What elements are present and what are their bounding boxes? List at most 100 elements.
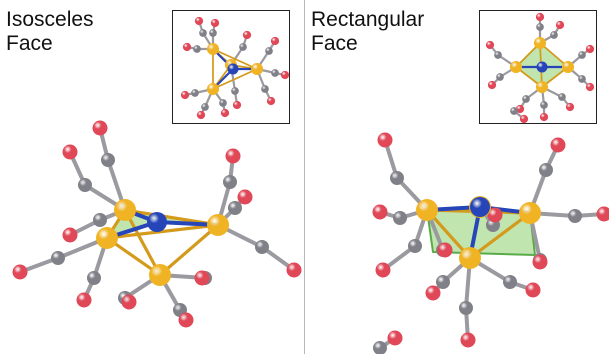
oxygen-atom: [387, 330, 403, 346]
carbon-atom: [93, 213, 107, 227]
oxygen-atom: [525, 282, 541, 298]
isosceles-inset-top-view: [172, 10, 290, 124]
rectangular-face-label: Rectangular Face: [311, 8, 425, 55]
oxygen-atom: [196, 110, 206, 120]
carbon-atom: [78, 178, 92, 192]
oxygen-atom: [280, 70, 290, 80]
iron-atom: [509, 60, 523, 74]
oxygen-atom: [519, 114, 529, 124]
carbon-atom: [219, 99, 227, 107]
carbon-atom: [522, 95, 530, 103]
iron-atom: [416, 199, 438, 221]
fe-fe-bond: [212, 68, 258, 90]
oxygen-atom: [375, 262, 391, 278]
oxygen-atom: [220, 108, 230, 118]
oxygen-atom: [121, 294, 137, 310]
isosceles-face-panel: Isosceles Face: [0, 0, 304, 354]
oxygen-atom: [585, 82, 595, 92]
iron-atom: [561, 60, 575, 74]
nitrogen-atom: [227, 63, 239, 75]
rectangular-molecule-model: [372, 132, 609, 354]
oxygen-atom: [180, 90, 190, 100]
oxygen-atom: [286, 262, 302, 278]
carbon-atom: [436, 275, 450, 289]
iron-atom: [207, 214, 229, 236]
carbon-atom: [201, 103, 209, 111]
carbon-atom: [496, 73, 504, 81]
oxygen-atom: [92, 120, 108, 136]
oxygen-atom: [550, 137, 566, 153]
carbon-atom: [558, 93, 566, 101]
oxygen-atom: [182, 42, 192, 52]
iron-atom: [114, 199, 136, 221]
carbon-atom: [568, 209, 582, 223]
nitrogen-atom: [147, 212, 167, 232]
fe-fe-bond: [212, 48, 258, 70]
oxygen-atom: [242, 30, 252, 40]
oxygen-atom: [194, 16, 204, 26]
carbon-atom: [494, 51, 502, 59]
carbon-atom: [503, 275, 517, 289]
iron-atom: [519, 202, 541, 224]
carbon-atom: [578, 75, 586, 83]
carbon-atom: [191, 89, 199, 97]
oxygen-atom: [377, 132, 393, 148]
nitrogen-atom: [470, 197, 490, 217]
oxygen-atom: [485, 40, 495, 50]
oxygen-atom: [210, 18, 220, 28]
carbon-atom: [199, 29, 207, 37]
oxygen-atom: [460, 332, 476, 348]
oxygen-atom: [535, 12, 545, 22]
oxygen-atom: [225, 148, 241, 164]
carbon-atom: [539, 163, 553, 177]
fe-fe-bond: [123, 208, 162, 277]
carbon-atom: [261, 85, 269, 93]
oxygen-atom: [487, 80, 497, 90]
inset-molecule-top-view: [485, 12, 595, 124]
oxygen-atom: [76, 292, 92, 308]
iron-atom: [206, 42, 220, 56]
carbon-atom: [393, 211, 407, 225]
carbon-atom: [536, 23, 544, 31]
iron-atom: [206, 82, 220, 96]
oxygen-atom: [555, 20, 565, 30]
carbon-atom: [193, 45, 201, 53]
carbon-atom: [223, 175, 237, 189]
carbon-atom: [550, 31, 558, 39]
carbon-atom: [540, 101, 548, 109]
oxygen-atom: [237, 189, 253, 205]
fe-fe-bond: [105, 223, 220, 240]
fe-fe-bond: [158, 223, 220, 277]
oxygen-atom: [539, 112, 549, 122]
oxygen-atom: [565, 102, 575, 112]
carbon-atom: [510, 107, 518, 115]
isosceles-molecule-model: [12, 120, 302, 328]
oxygen-atom: [425, 285, 441, 301]
oxygen-atom: [232, 100, 242, 110]
iron-atom: [96, 227, 118, 249]
nitrogen-atom: [536, 61, 548, 73]
iron-atom: [533, 36, 547, 50]
oxygen-atom: [596, 206, 609, 222]
carbon-atom: [51, 251, 65, 265]
carbon-atom: [578, 51, 586, 59]
oxygen-atom: [437, 242, 453, 258]
rectangular-face-panel: Rectangular Face: [305, 0, 609, 354]
oxygen-atom: [12, 264, 28, 280]
oxygen-atom: [270, 36, 280, 46]
carbon-atom: [239, 43, 247, 51]
carbon-atom: [87, 271, 101, 285]
carbon-atom: [459, 301, 473, 315]
carbon-atom: [390, 171, 404, 185]
oxygen-atom: [585, 44, 595, 54]
carbon-atom: [271, 69, 279, 77]
carbon-atom: [265, 47, 273, 55]
oxygen-atom: [372, 204, 388, 220]
iron-atom: [149, 264, 171, 286]
carbon-atom: [209, 29, 217, 37]
carbon-atom: [101, 153, 115, 167]
carbon-atom: [408, 239, 422, 253]
oxygen-atom: [487, 207, 503, 223]
oxygen-atom: [194, 270, 210, 286]
carbon-atom: [255, 240, 269, 254]
